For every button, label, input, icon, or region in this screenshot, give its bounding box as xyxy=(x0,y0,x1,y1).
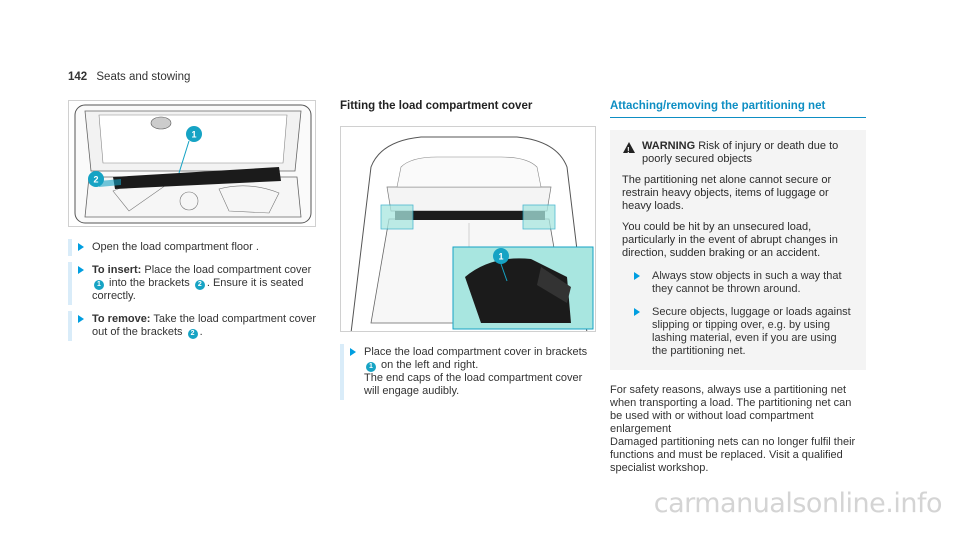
warning-text-2: You could be hit by an unsecured load, p… xyxy=(622,221,838,259)
figure-label-1: 1 xyxy=(191,130,196,140)
callout-badge-2: 2 xyxy=(194,280,205,290)
warning-header: WARNING Risk of injury or death due to p… xyxy=(622,140,854,166)
warning-step-secure: Secure objects, luggage or loads against… xyxy=(622,306,854,358)
step-arrow-icon xyxy=(634,308,640,316)
step-text: . Ensure it is seated correctly. xyxy=(92,277,304,302)
warning-title: Risk of injury or death due to poorly se… xyxy=(642,140,839,165)
step-insert: To insert: Place the load compartment co… xyxy=(68,262,318,305)
column-2: Fitting the load compartment cover 1 Pla… xyxy=(340,100,598,400)
step-label-remove: To remove: xyxy=(92,313,151,325)
step-label-insert: To insert: xyxy=(92,264,142,276)
step-text: The end caps of the load compartment cov… xyxy=(364,372,583,397)
warning-label: WARNING xyxy=(642,140,696,152)
page-header: 142 Seats and stowing xyxy=(68,71,190,83)
figure-label-1: 1 xyxy=(498,252,503,262)
section-title: Seats and stowing xyxy=(96,71,191,83)
step-arrow-icon xyxy=(78,266,84,274)
figure-fitting-cover: 1 xyxy=(340,126,596,332)
step-text: Take the load compartment cover out of t… xyxy=(92,313,316,338)
callout-badge-1: 1 xyxy=(366,362,376,372)
figure-load-compartment-floor: 1 2 xyxy=(68,100,316,227)
warning-triangle-icon xyxy=(623,142,635,157)
warning-step-stow: Always stow objects in such a way that t… xyxy=(622,270,854,296)
step-text: into the brackets xyxy=(106,277,193,289)
step-remove: To remove: Take the load compartment cov… xyxy=(68,311,318,341)
watermark: carmanualsonline.info xyxy=(653,488,943,519)
step-text: Open the load compartment floor . xyxy=(92,241,259,253)
figure-label-2: 2 xyxy=(93,175,98,185)
heading-partitioning-net: Attaching/removing the partitioning net xyxy=(610,100,866,118)
heading-fitting-cover: Fitting the load compartment cover xyxy=(340,100,533,112)
callout-badge-2: 2 xyxy=(187,329,198,339)
paragraph-safety: For safety reasons, always use a partiti… xyxy=(610,384,852,435)
load-compartment-floor-illustration: 1 2 xyxy=(74,104,312,224)
step-text: Place the load compartment cover in brac… xyxy=(364,346,588,358)
step-text: . xyxy=(199,326,203,338)
column-1: 1 2 Open the load compartment floor . To… xyxy=(68,100,318,341)
column-3: Attaching/removing the partitioning net … xyxy=(610,100,866,475)
page-number: 142 xyxy=(68,71,88,83)
paragraph-damaged-nets: Damaged partitioning nets can no longer … xyxy=(610,436,856,474)
step-text: Secure objects, luggage or loads against… xyxy=(652,306,851,357)
warning-text: The partitioning net alone cannot secure… xyxy=(622,174,832,212)
step-arrow-icon xyxy=(78,243,84,251)
step-text: on the left and right. xyxy=(378,359,479,371)
step-open-floor: Open the load compartment floor . xyxy=(68,239,318,256)
step-place-cover: Place the load compartment cover in brac… xyxy=(340,344,598,400)
step-arrow-icon xyxy=(78,315,84,323)
warning-box: WARNING Risk of injury or death due to p… xyxy=(610,130,866,370)
step-text: Place the load compartment cover xyxy=(141,264,312,276)
step-arrow-icon xyxy=(350,348,356,356)
step-arrow-icon xyxy=(634,272,640,280)
fitting-cover-illustration: 1 xyxy=(350,136,594,331)
callout-badge-1: 1 xyxy=(94,280,104,290)
step-text: Always stow objects in such a way that t… xyxy=(652,270,842,295)
